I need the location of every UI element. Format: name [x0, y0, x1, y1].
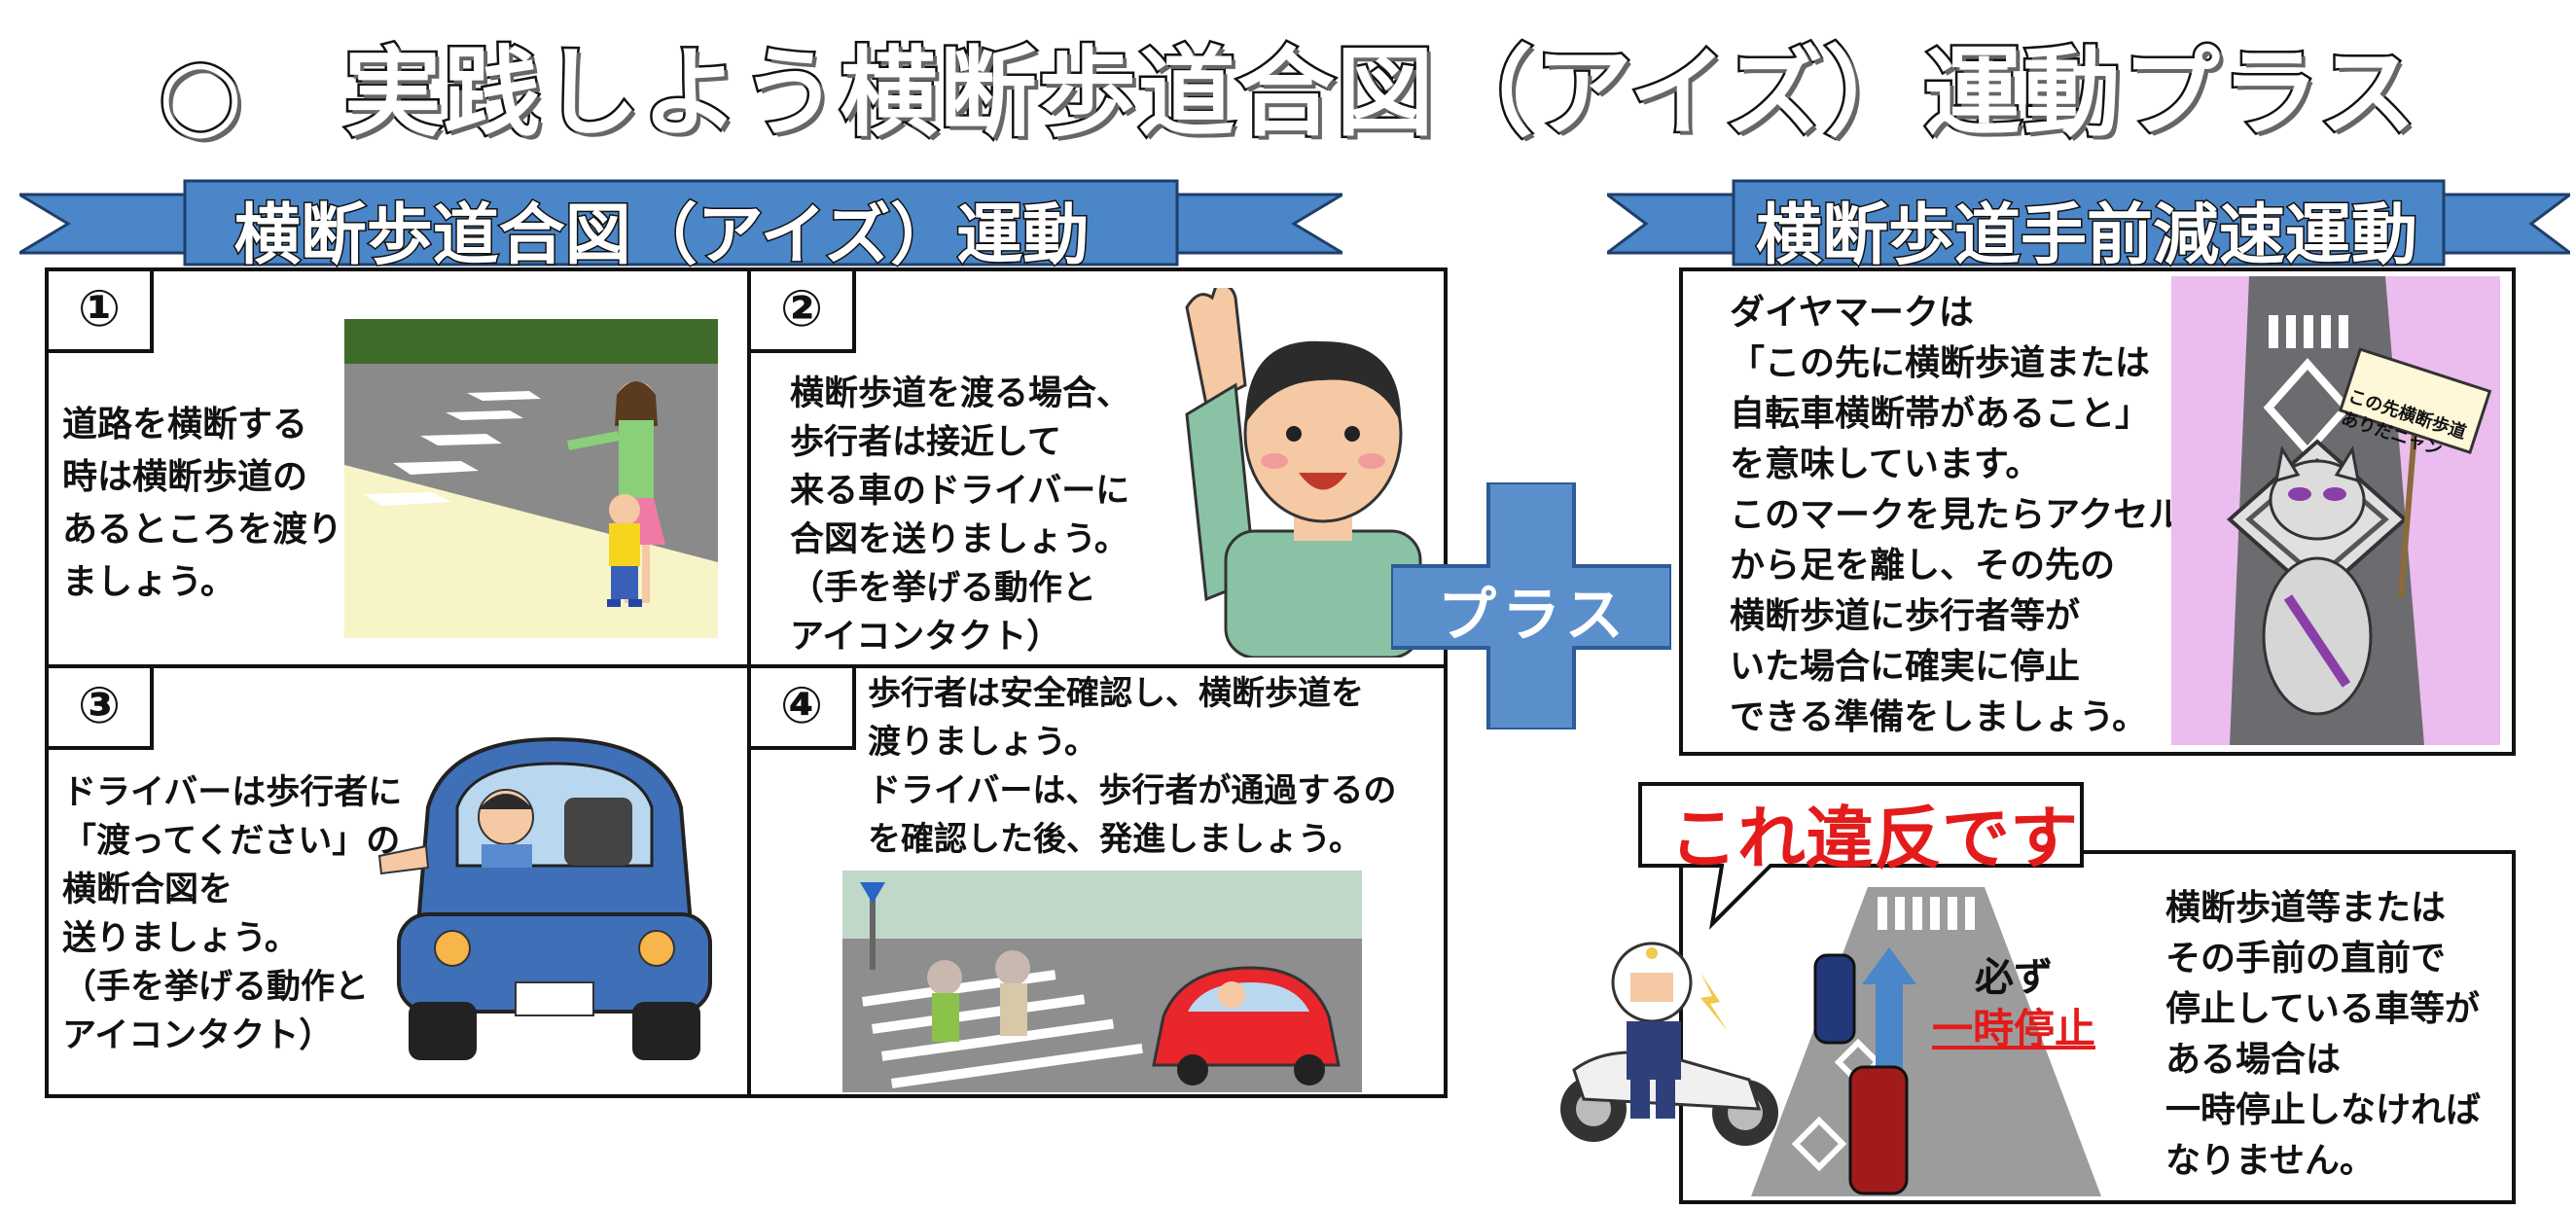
man-raising-hand-illustration	[1185, 288, 1422, 658]
panel-3-number: ③	[45, 664, 154, 750]
panel-1-text: 道路を横断する 時は横断歩道の あるところを渡り ましょう。	[62, 405, 343, 602]
panel-2-number: ②	[747, 267, 856, 353]
violation-label: これ違反です	[1669, 799, 2078, 878]
road-stop-illustration	[1751, 887, 2101, 1196]
plus-sign-icon	[1391, 482, 1671, 730]
page-title: ○ 実践しよう横断歩道合図（アイズ）運動プラス	[156, 34, 2418, 153]
diamond-mark-text: ダイヤマークは 「この先に横断歩道または 自転車横断帯があること」 を意味してい…	[1730, 293, 2184, 737]
right-banner-ribbon	[1607, 179, 2570, 267]
violation-speech-bubble	[1638, 782, 2084, 930]
panel-4-text: 歩行者は安全確認し、横断歩道を 渡りましょう。 ドライバーは、歩行者が通過するの…	[868, 674, 1397, 859]
panel-1-number: ①	[45, 267, 154, 353]
plus-label: プラス	[1438, 582, 1629, 650]
violation-text: 横断歩道等または その手前の直前で 停止している車等が ある場合は 一時停止しな…	[2165, 888, 2482, 1181]
blue-car-driver-illustration	[377, 736, 712, 1060]
left-banner-ribbon	[19, 179, 1342, 267]
panel-3-text: ドライバーは歩行者に 「渡ってください」の 横断合図を 送りましょう。 （手を挙…	[62, 773, 403, 1055]
right-banner-title: 横断歩道手前減速運動	[1754, 196, 2418, 276]
diamond-cat-illustration	[2171, 276, 2500, 745]
panel-2-text: 横断歩道を渡る場合、 歩行者は接近して 来る車のドライバーに 合図を送りましょう…	[790, 374, 1131, 657]
crosswalk-family-illustration	[344, 319, 718, 638]
panel-4-number: ④	[747, 664, 856, 750]
road-label-stop: 一時停止	[1932, 1005, 2096, 1052]
crossing-scene-illustration	[842, 871, 1362, 1092]
police-officer-illustration	[1560, 942, 1778, 1146]
road-label-must: 必ず	[1975, 955, 2053, 1000]
left-banner-title: 横断歩道合図（アイズ）運動	[233, 196, 1091, 276]
